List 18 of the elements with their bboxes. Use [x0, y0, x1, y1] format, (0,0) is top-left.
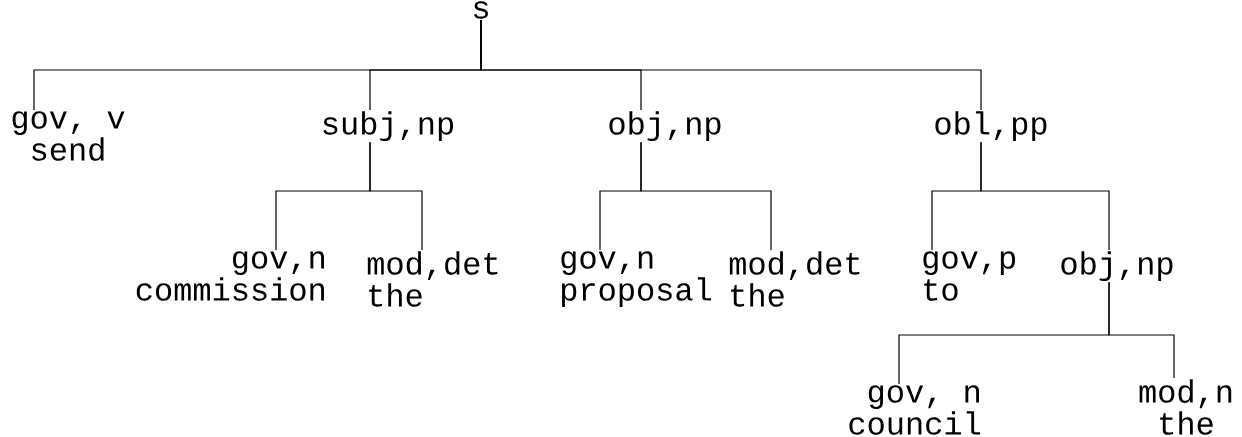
node-label: mod,det the: [729, 251, 860, 307]
node-label: mod,n the: [1139, 379, 1232, 435]
node-label: gov, v send: [12, 111, 125, 161]
node-label: s: [474, 1, 488, 19]
tree-branch: [1108, 281, 1175, 379]
node-label: gov,n commission: [136, 251, 324, 301]
node-label: obl,pp: [935, 111, 1047, 142]
tree-branch: [980, 141, 1110, 251]
node-label: subj,np: [323, 111, 454, 142]
node-label: gov,n proposal: [561, 251, 712, 308]
node-label: gov, n council: [849, 385, 981, 435]
tree-branch: [480, 19, 982, 111]
node-label: obj,np: [1061, 251, 1173, 282]
tree-branch: [369, 141, 423, 251]
node-label: gov,p to: [923, 251, 1016, 301]
node-label: mod,det the: [367, 251, 498, 307]
tree-branch: [640, 141, 772, 251]
node-label: obj,np: [609, 111, 721, 142]
